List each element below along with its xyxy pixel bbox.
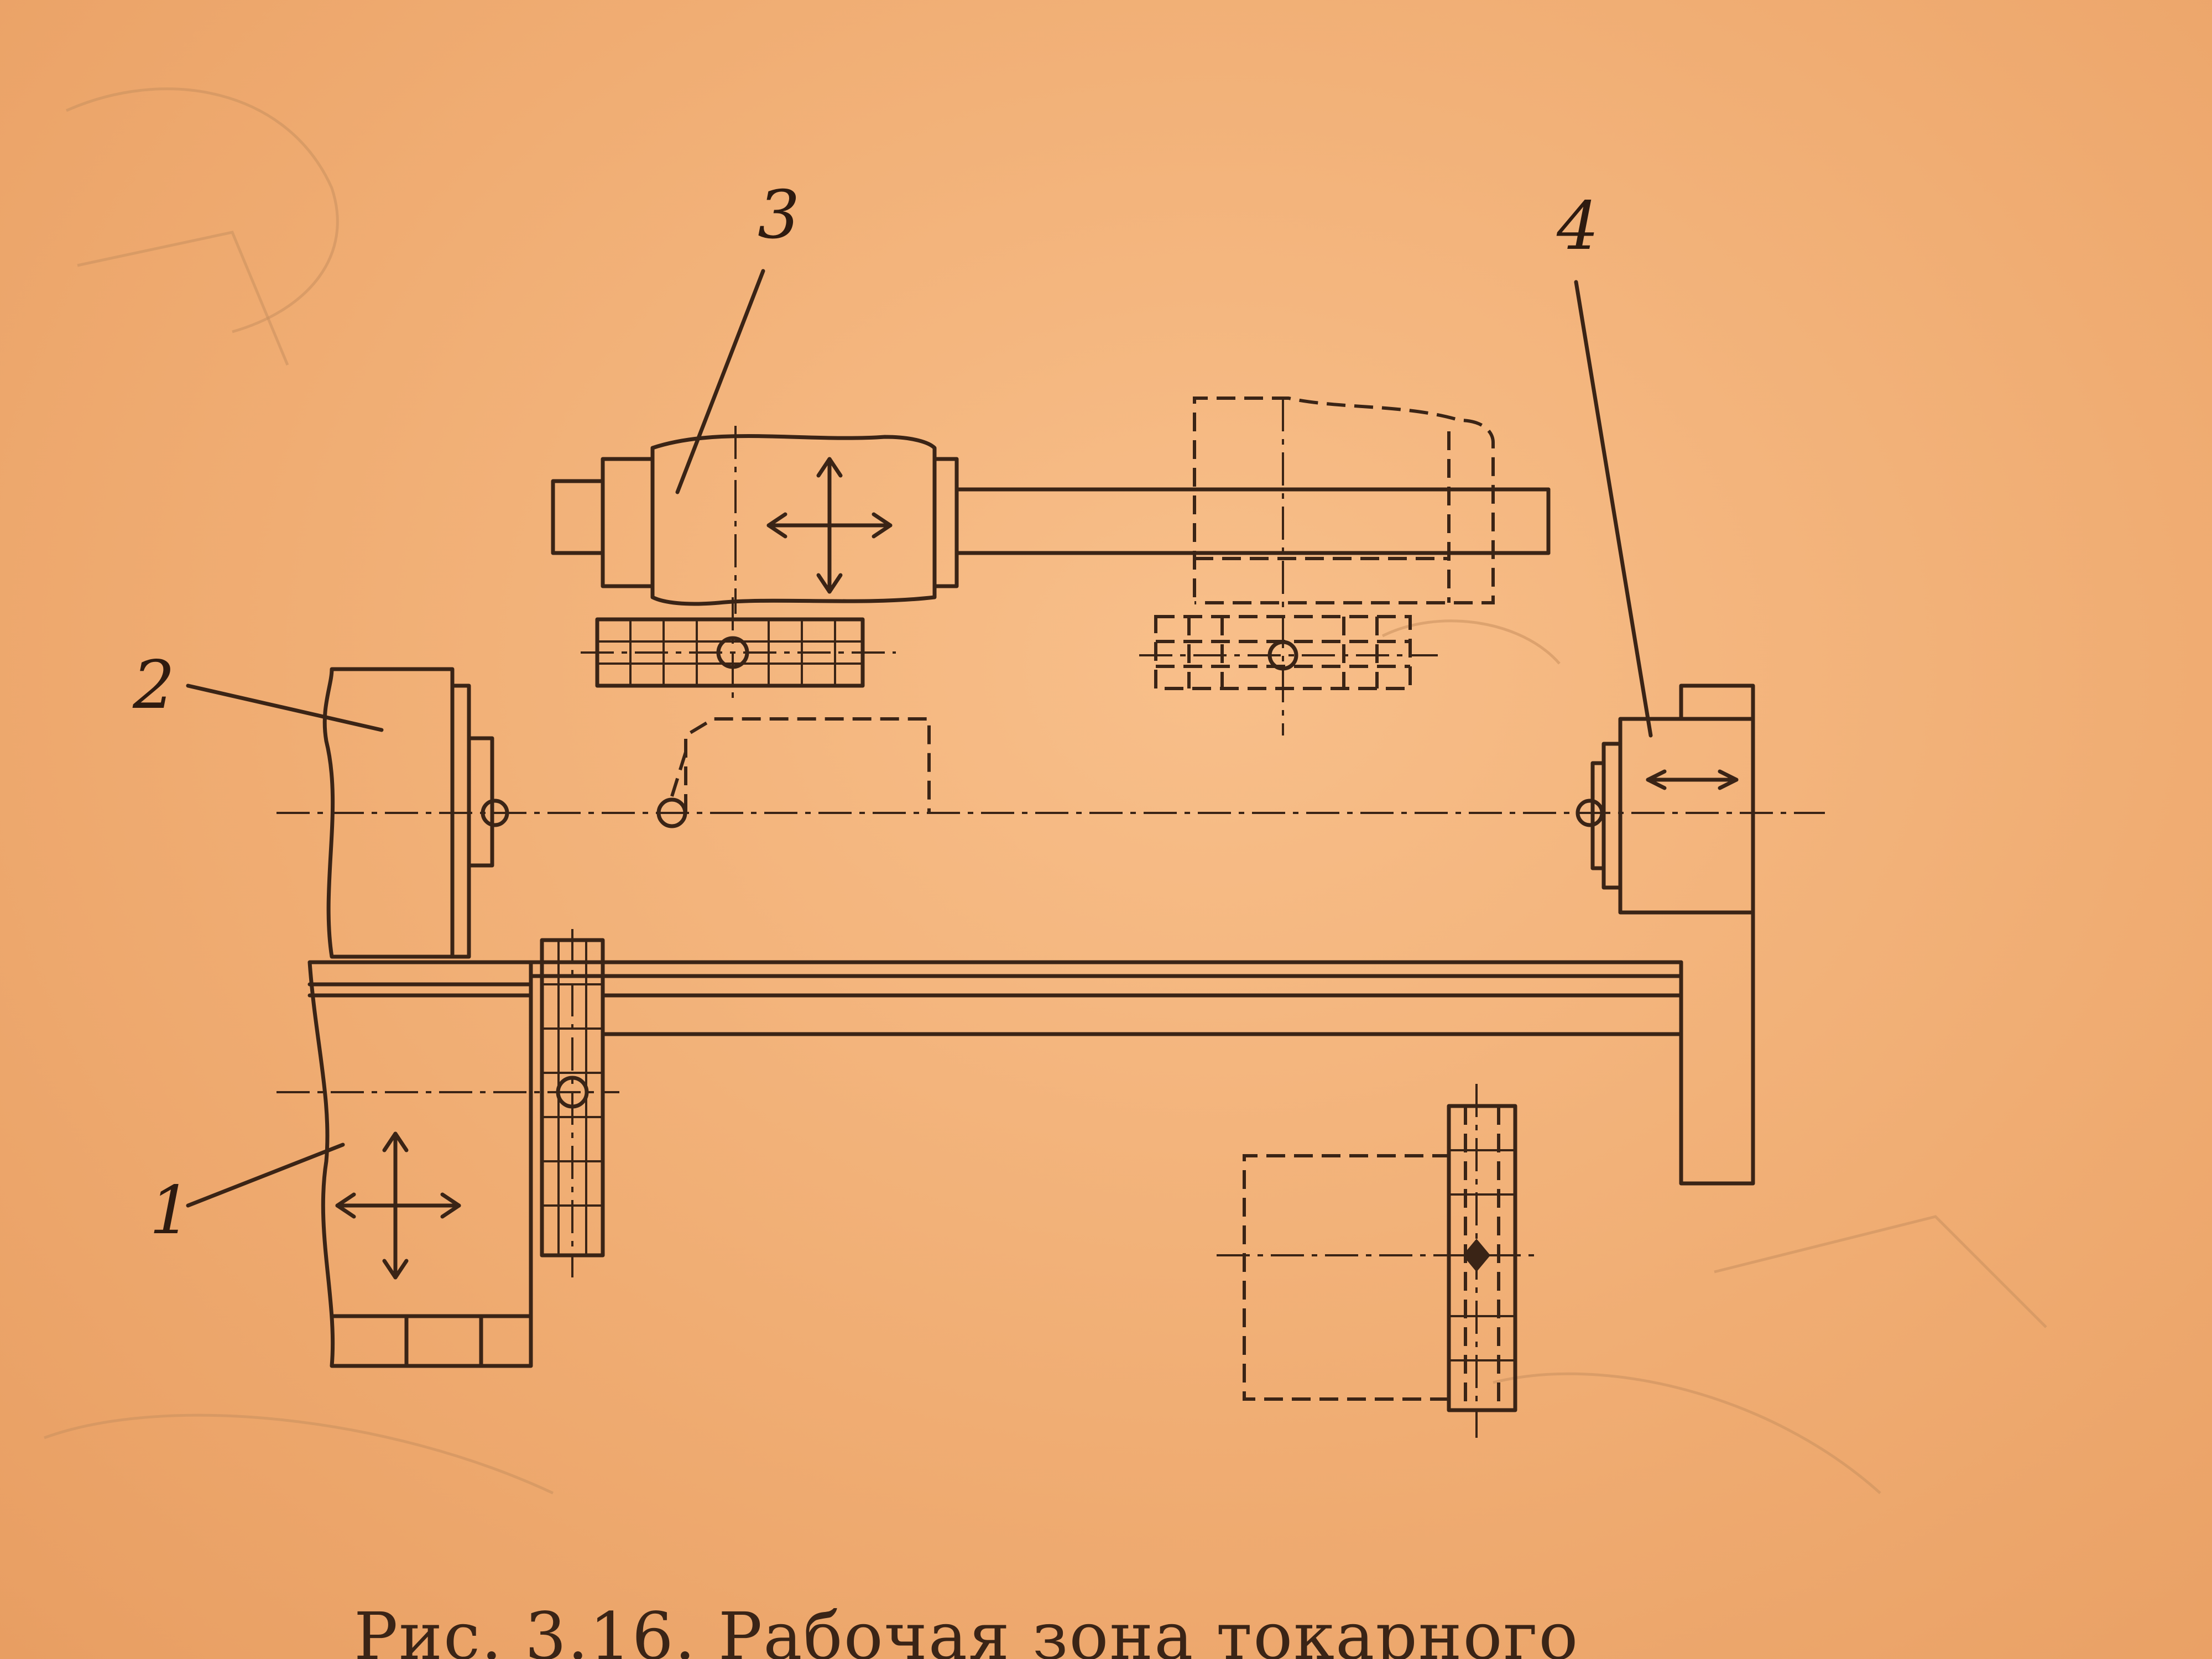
figure-caption: Рис. 3.16. Рабочая зона токарного (354, 1598, 1579, 1659)
gantry-gripper-left (581, 597, 896, 702)
leader-4 (1574, 280, 1653, 738)
gantry-robot-head (551, 426, 1551, 614)
carriage-cross-slide (307, 960, 533, 1368)
spindle-headstock (322, 667, 509, 959)
callout-label-1: 1 (149, 1172, 192, 1249)
leader-2 (186, 684, 384, 732)
carriage-gear (276, 929, 619, 1277)
tailstock (1575, 684, 1755, 915)
show-through-texture (44, 87, 2047, 1495)
callout-leaders (186, 269, 1653, 1208)
lower-gripper-position (1217, 1084, 1537, 1438)
callout-label-2: 2 (133, 647, 175, 724)
spindle-axis (276, 717, 1825, 828)
leader-3 (675, 269, 765, 494)
callout-label-4: 4 (1557, 188, 1599, 265)
callout-label-3: 3 (758, 177, 800, 254)
gantry-alt-position (1139, 397, 1495, 735)
lathe-bed (529, 910, 1755, 1186)
leader-1 (186, 1142, 345, 1208)
